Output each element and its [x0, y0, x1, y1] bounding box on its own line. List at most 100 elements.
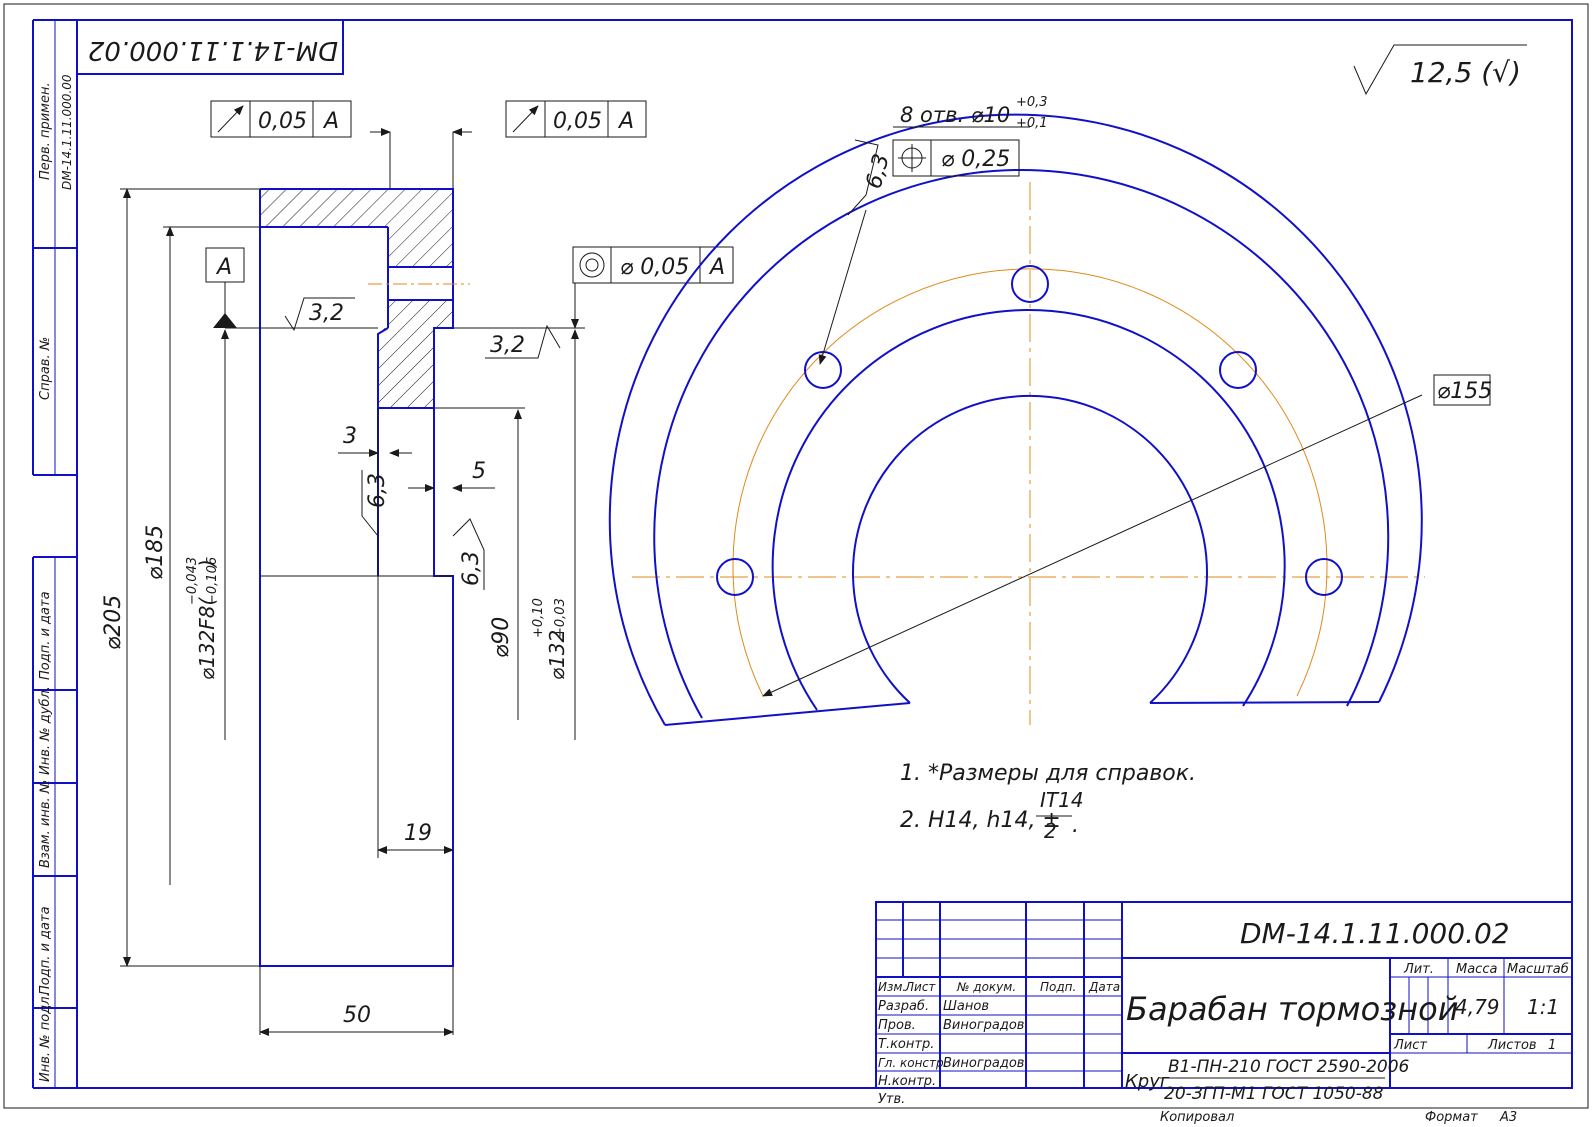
- outer-border: [3, 3, 1589, 1109]
- plan-view: ⌀155 8 отв. ⌀10 +0,3 +0,1 ⌀ 0,25 6,3: [608, 95, 1492, 726]
- format-value: А3: [1499, 1110, 1517, 1125]
- svg-text:+0,3: +0,3: [1016, 95, 1048, 110]
- hole: [1305, 558, 1343, 596]
- svg-text:A: A: [215, 255, 232, 280]
- hole: [716, 558, 754, 596]
- razrab-label: Разраб.: [878, 999, 929, 1014]
- designation-rotated-box: DM-14.1.11.000.02: [77, 20, 344, 75]
- dim-d90: ⌀90: [489, 617, 514, 658]
- datum-a: A: [205, 247, 245, 328]
- dim-d132f8-close: ): [195, 559, 219, 569]
- massa-label: Масса: [1456, 962, 1497, 977]
- massa-value: 4,79: [1455, 995, 1500, 1019]
- note-dot: .: [1072, 813, 1079, 838]
- svg-text:3,2: 3,2: [490, 333, 525, 358]
- cut-edge-right: [1149, 701, 1380, 704]
- prov-name: Виноградов: [943, 1018, 1024, 1033]
- inv-podl: Инв. № подл.: [38, 992, 53, 1082]
- general-roughness: 12,5 (√): [1353, 44, 1527, 96]
- svg-text:8 отв. ⌀10: 8 отв. ⌀10: [900, 103, 1010, 127]
- hole: [804, 351, 842, 389]
- rough-63-b: 6,3: [452, 518, 485, 590]
- listov-label: Листов: [1487, 1038, 1537, 1053]
- list-label: Лист: [1393, 1038, 1427, 1053]
- designation-rotated: DM-14.1.11.000.02: [88, 35, 338, 65]
- bolt-circle: [732, 268, 1328, 697]
- arc-2: [653, 169, 1390, 719]
- hdr-izm: Изм.: [878, 980, 906, 994]
- drawing-frame: [76, 19, 1573, 1089]
- svg-text:6,3: 6,3: [459, 551, 484, 586]
- plan-rough-63: 6,3: [847, 139, 895, 216]
- svg-text:+0,1: +0,1: [1016, 116, 1048, 131]
- svg-text:A: A: [708, 255, 725, 280]
- masshtab-label: Масштаб: [1507, 962, 1569, 977]
- rough-32-a: 3,2: [284, 297, 355, 332]
- hdr-data: Дата: [1088, 980, 1120, 994]
- roughness-general-text: 12,5 (√): [1410, 56, 1521, 89]
- rough-32-b: 3,2: [485, 324, 561, 359]
- dim-5: 5: [472, 459, 486, 484]
- hdr-podp: Подп.: [1040, 980, 1076, 994]
- glkonstr-label: Гл. констр.: [878, 1056, 947, 1070]
- podp-data-1: Подп. и дата: [38, 591, 53, 680]
- svg-text:0,05: 0,05: [258, 109, 307, 134]
- sprav-label: Справ. №: [38, 337, 53, 400]
- dim-d185: ⌀185: [143, 525, 168, 580]
- vzam-inv: Взам. инв. №: [38, 780, 53, 868]
- dim-d132f8-lo: −0,106: [205, 557, 220, 605]
- tol-frame-2: 0,05 A: [505, 100, 647, 138]
- dim-d132-up: +0,10: [531, 598, 546, 638]
- kopiroval: Копировал: [1160, 1110, 1234, 1125]
- hdr-dokum: № докум.: [956, 980, 1016, 994]
- outer-arc: [608, 113, 1423, 726]
- note-frac-den: 2: [1044, 819, 1057, 843]
- podp-data-2: Подп. и дата: [38, 906, 53, 995]
- arc-3: [771, 309, 1286, 711]
- material-bottom: 20-ЗГП-М1 ГОСТ 1050-88: [1164, 1084, 1384, 1104]
- razrab-name: Шанов: [943, 999, 989, 1014]
- dim-d132f8-up: −0,043: [185, 557, 200, 605]
- designation: DM-14.1.11.000.02: [1240, 917, 1510, 950]
- dim-d132: ⌀132: [545, 630, 569, 680]
- dim-d132f8: ⌀132F8(: [195, 597, 219, 680]
- glkonstr-name: Виноградов: [943, 1056, 1024, 1071]
- note-frac-num: IT14: [1040, 788, 1084, 812]
- dim-3: 3: [343, 424, 357, 449]
- svg-text:⌀ 0,05: ⌀ 0,05: [620, 255, 689, 280]
- hdr-list: Лист: [904, 980, 936, 994]
- perv-primen-label: Перв. примен.: [38, 82, 53, 180]
- dim-d205: ⌀205: [101, 595, 126, 650]
- cut-edge-left: [664, 702, 911, 726]
- rough-63-a: 6,3: [361, 470, 390, 537]
- svg-text:3,2: 3,2: [309, 301, 344, 326]
- dim-50: 50: [343, 1003, 371, 1028]
- part-title: Барабан тормозной: [1126, 990, 1458, 1028]
- dim-d155-box: ⌀155: [1433, 374, 1492, 406]
- dim-19: 19: [404, 821, 432, 846]
- nkontr-label: Н.контр.: [878, 1074, 936, 1089]
- holes-callout: 8 отв. ⌀10 +0,3 +0,1 ⌀ 0,25: [892, 95, 1048, 177]
- section-view: ⌀205 ⌀185 ⌀132F8( −0,043 −0,106 ) ⌀90 ⌀1…: [101, 100, 734, 1036]
- bolt-holes: [716, 265, 1343, 596]
- tkontr-label: Т.контр.: [878, 1037, 934, 1052]
- svg-text:6,3: 6,3: [862, 151, 895, 191]
- masshtab-value: 1:1: [1527, 995, 1559, 1019]
- tol-frame-1: 0,05 A: [210, 100, 352, 138]
- perv-primen-value: DM-14.1.11.000.00: [60, 74, 74, 190]
- hole: [1219, 351, 1257, 389]
- note-1: 1. *Размеры для справок.: [900, 761, 1196, 786]
- svg-text:0,05: 0,05: [553, 109, 602, 134]
- lit-label: Лит.: [1403, 962, 1434, 977]
- prov-label: Пров.: [878, 1018, 916, 1033]
- svg-text:A: A: [617, 109, 634, 134]
- utv-label: Утв.: [878, 1092, 905, 1107]
- inner-arc: [852, 394, 1208, 704]
- svg-text:A: A: [322, 109, 339, 134]
- title-block: Изм. Лист № докум. Подп. Дата Разраб. Ша…: [875, 901, 1573, 1125]
- svg-text:⌀155: ⌀155: [1437, 379, 1492, 404]
- listov-value: 1: [1548, 1038, 1556, 1053]
- note-2: 2. H14, h14, ±: [900, 808, 1061, 833]
- material-top: В1-ПН-210 ГОСТ 2590-2006: [1168, 1057, 1410, 1077]
